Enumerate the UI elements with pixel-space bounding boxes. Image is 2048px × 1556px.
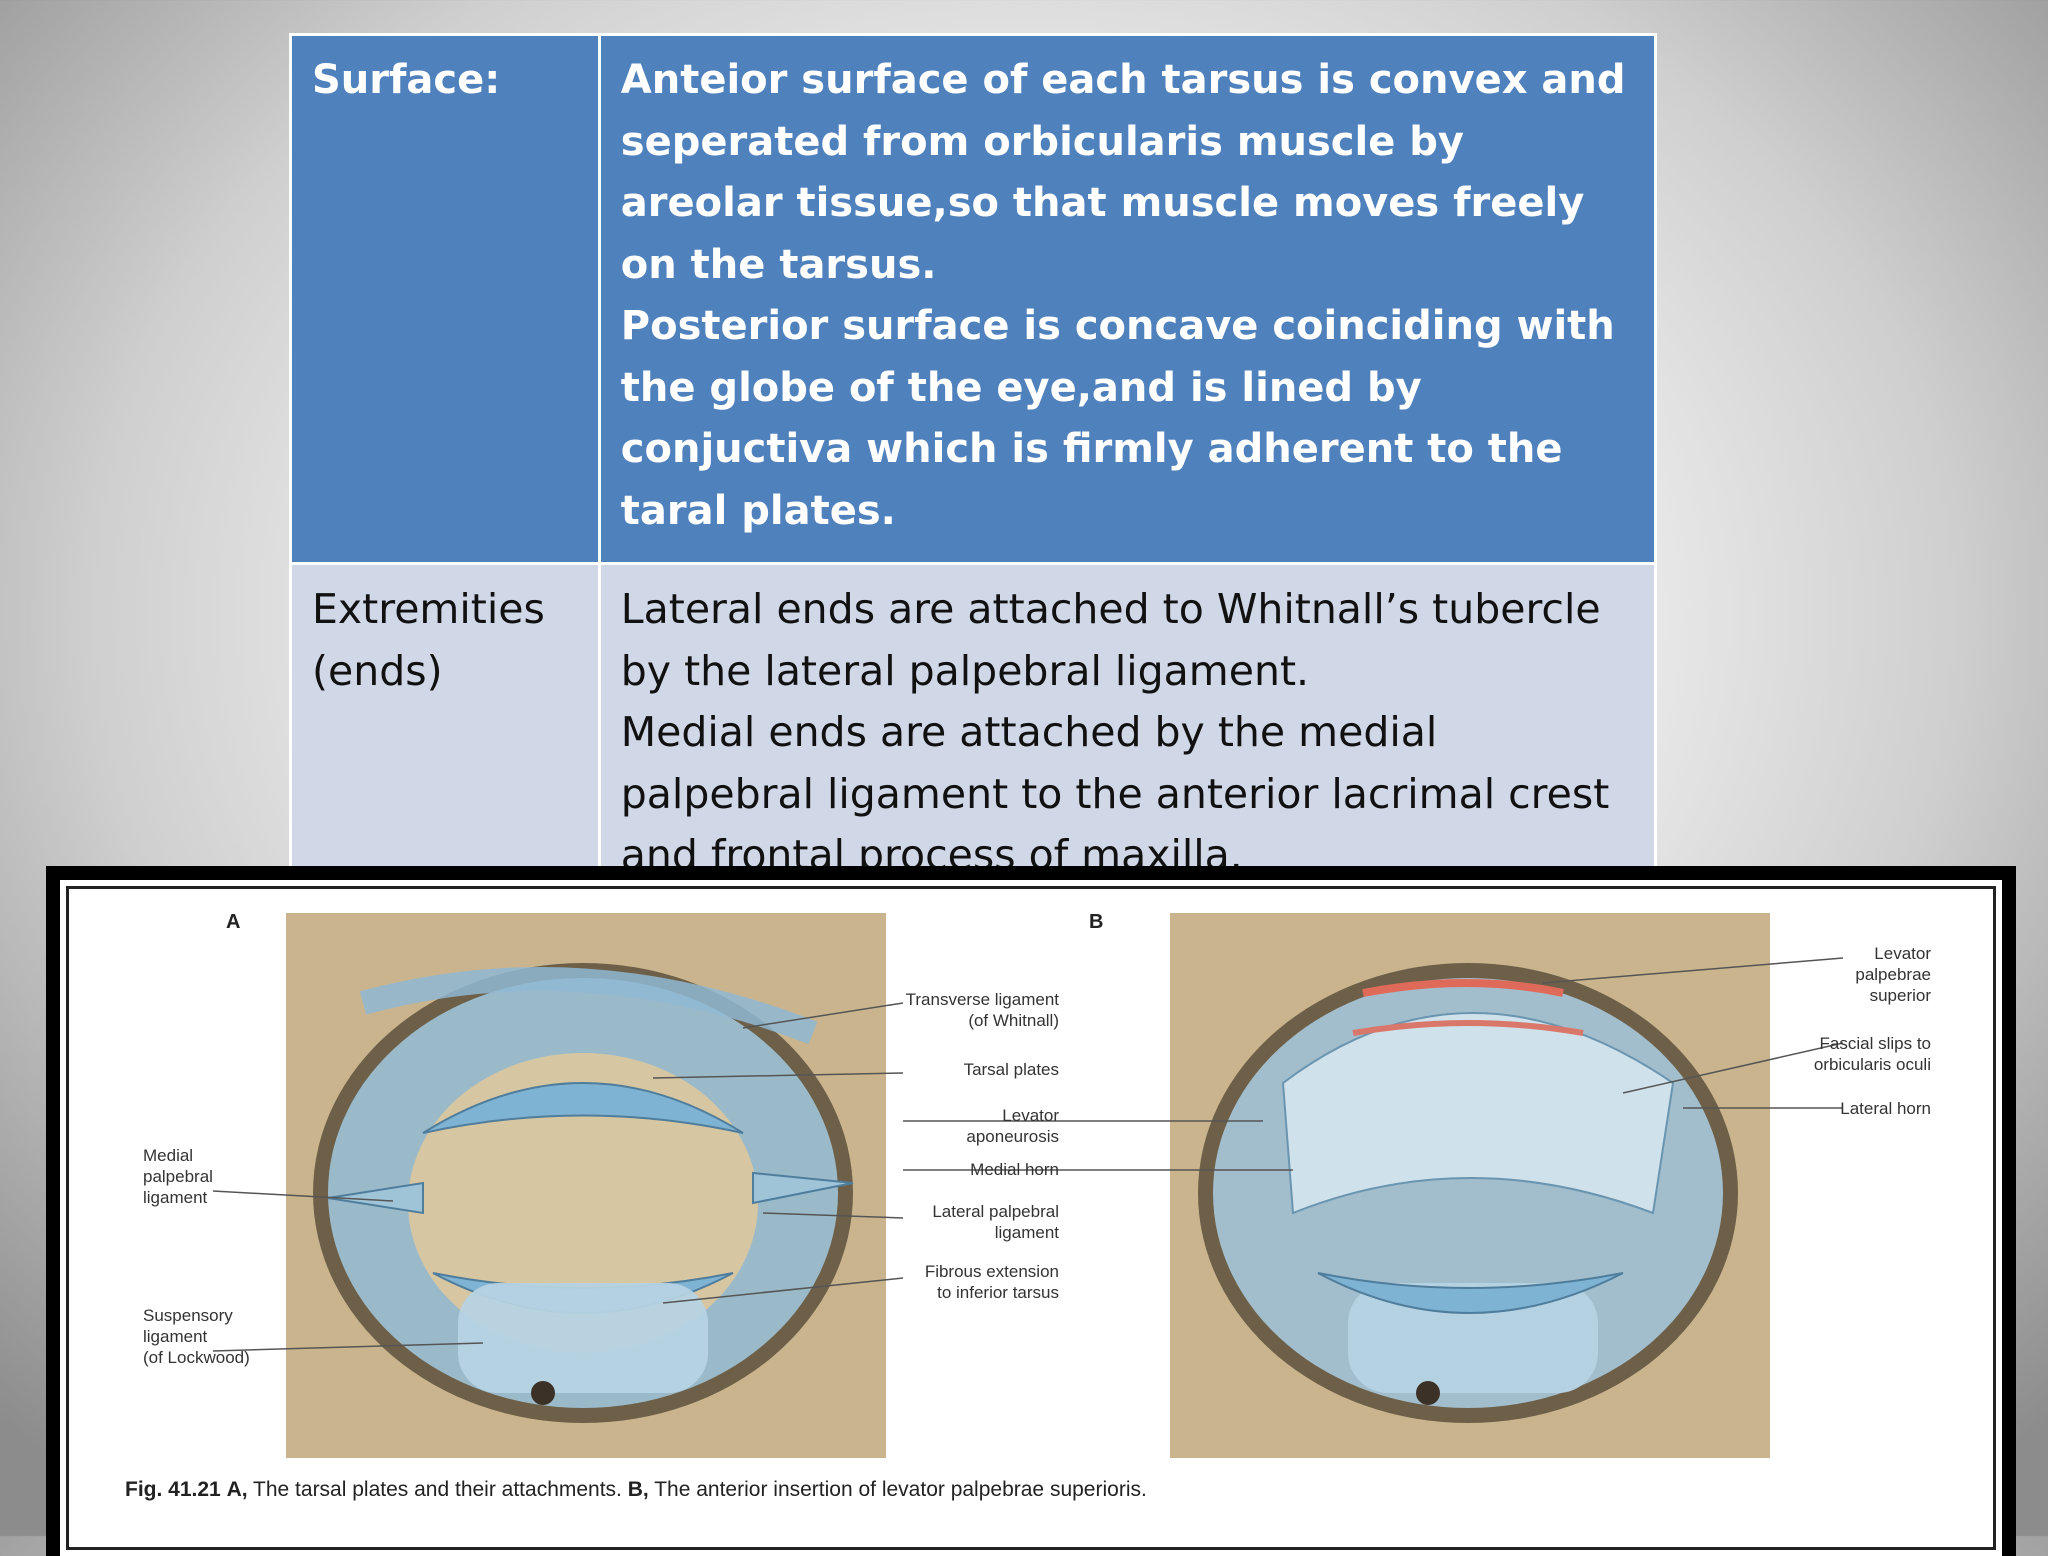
- figure-frame: A B Medial palpebral ligament Suspensory…: [46, 866, 2016, 1556]
- label-fibrous-extension: Fibrous extension to inferior tarsus: [924, 1262, 1059, 1302]
- leader-lines: [212, 957, 1844, 1352]
- caption-a-letter: A,: [226, 1478, 248, 1501]
- table-row-surface: Surface: Anteior surface of each tarsus …: [289, 33, 1658, 565]
- label-levator-aponeurosis: Levator aponeurosis: [966, 1106, 1059, 1146]
- row-text-extremities: Lateral ends are attached to Whitnall’s …: [597, 562, 1658, 922]
- anatomy-table: Surface: Anteior surface of each tarsus …: [289, 33, 1658, 922]
- table-row-extremities: Extremities (ends) Lateral ends are atta…: [289, 562, 1658, 922]
- panel-label-a: A: [226, 911, 241, 933]
- label-suspensory-ligament: Suspensory ligament (of Lockwood): [143, 1306, 250, 1367]
- caption-b-text: The anterior insertion of levator palpeb…: [654, 1478, 1147, 1501]
- panel-b-drawing: [1170, 913, 1770, 1458]
- extremities-lateral-text: Lateral ends are attached to Whitnall’s …: [620, 585, 1601, 695]
- label-medial-horn: Medial horn: [970, 1160, 1059, 1179]
- label-fascial-slips: Fascial slips to orbicularis oculi: [1813, 1034, 1931, 1074]
- figure-caption: Fig. 41.21 A, The tarsal plates and thei…: [125, 1478, 1147, 1502]
- surface-posterior-text: Posterior surface is concave coinciding …: [620, 303, 1615, 534]
- row-label-surface: Surface:: [289, 33, 601, 565]
- caption-b-letter: B,: [627, 1478, 649, 1501]
- label-transverse-ligament: Transverse ligament (of Whitnall): [905, 990, 1059, 1030]
- panel-a-drawing: [286, 913, 886, 1458]
- eyelid-illustration: [212, 913, 1844, 1458]
- surface-anterior-text: Anteior surface of each tarsus is convex…: [620, 57, 1626, 288]
- row-text-surface: Anteior surface of each tarsus is convex…: [597, 33, 1658, 565]
- label-lateral-horn: Lateral horn: [1840, 1099, 1931, 1118]
- label-medial-palpebral-ligament: Medial palpebral ligament: [143, 1146, 213, 1207]
- label-levator-palpebrae-superior: Levator palpebrae superior: [1855, 944, 1931, 1005]
- label-tarsal-plates: Tarsal plates: [963, 1060, 1059, 1079]
- label-lateral-palpebral-ligament: Lateral palpebral ligament: [932, 1202, 1059, 1242]
- extremities-medial-text: Medial ends are attached by the medial p…: [620, 708, 1610, 879]
- panel-label-b: B: [1089, 911, 1104, 933]
- caption-a-text: The tarsal plates and their attachments.: [253, 1478, 622, 1501]
- caption-fig-number: Fig. 41.21: [125, 1478, 221, 1501]
- anatomy-figure: A B Medial palpebral ligament Suspensory…: [60, 880, 2002, 1556]
- row-label-extremities: Extremities (ends): [289, 562, 601, 922]
